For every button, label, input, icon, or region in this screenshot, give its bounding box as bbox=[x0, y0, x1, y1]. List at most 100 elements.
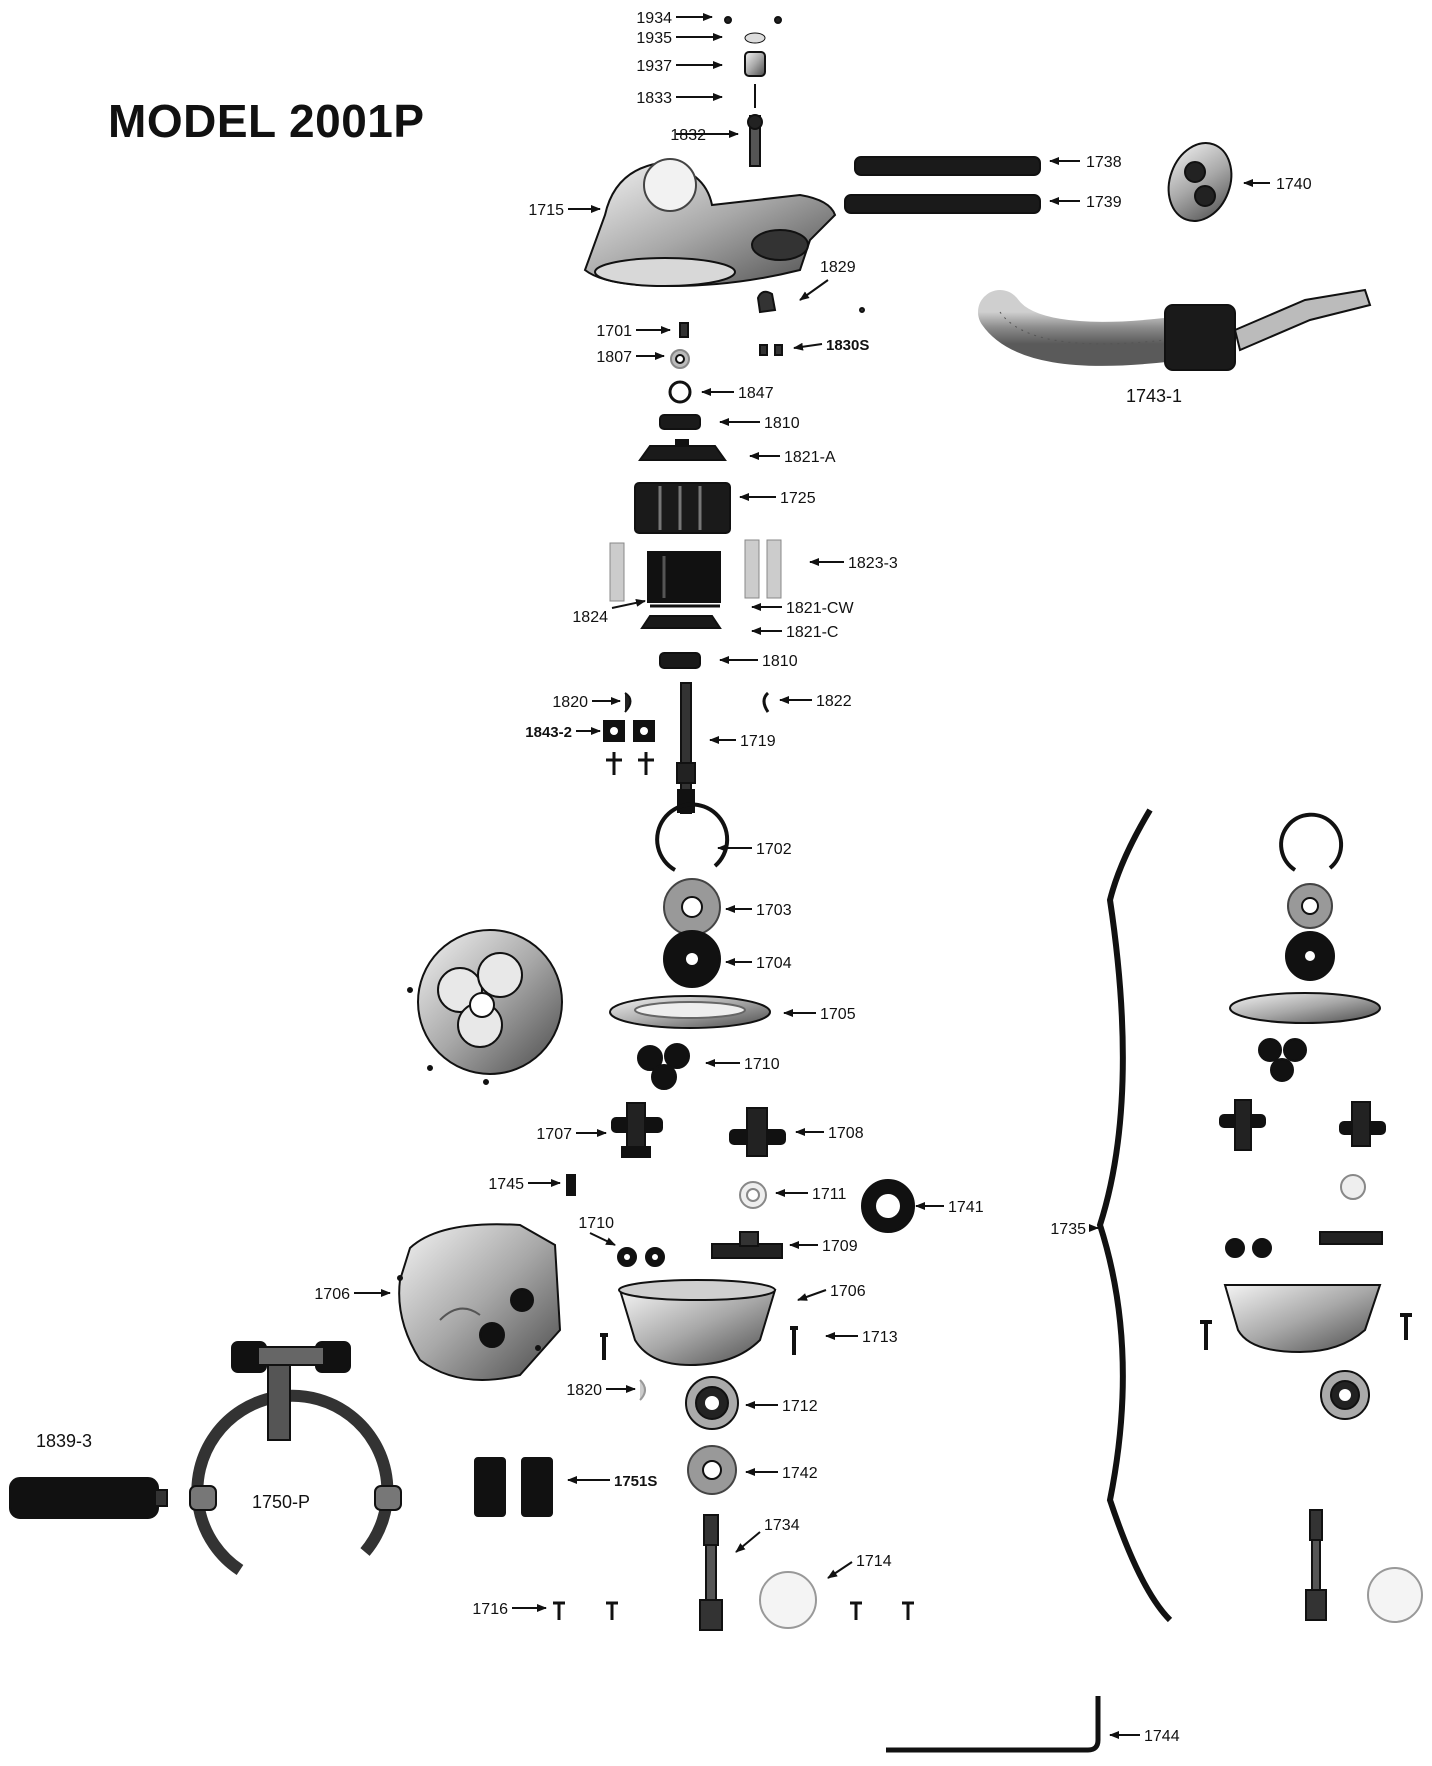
part-1708-shape bbox=[729, 1107, 786, 1157]
label-1706-left: 1706 bbox=[314, 1286, 350, 1303]
label-1739: 1739 bbox=[1086, 194, 1122, 211]
part-1821-C-shape bbox=[640, 615, 722, 629]
part-1706-left-shape bbox=[397, 1223, 562, 1381]
label-1751S: 1751S bbox=[614, 1473, 657, 1490]
label-1807: 1807 bbox=[596, 349, 632, 366]
part-1847-shape bbox=[668, 380, 692, 404]
label-1833: 1833 bbox=[636, 90, 672, 107]
part-1743-1-shape bbox=[978, 288, 1372, 371]
part-1734-shape bbox=[699, 1514, 723, 1631]
part-1725-shape bbox=[634, 482, 731, 534]
label-1705: 1705 bbox=[820, 1006, 856, 1023]
label-1810-top: 1810 bbox=[764, 415, 800, 432]
label-1740: 1740 bbox=[1276, 176, 1312, 193]
part-1745-shape bbox=[566, 1174, 576, 1196]
label-1708: 1708 bbox=[828, 1125, 864, 1142]
part-1738-shape bbox=[854, 156, 1041, 176]
part-1830S-shape bbox=[759, 344, 783, 356]
part-1710-lower-shape bbox=[617, 1247, 665, 1267]
label-1701: 1701 bbox=[596, 323, 632, 340]
label-1744: 1744 bbox=[1144, 1728, 1180, 1745]
part-1742-shape bbox=[687, 1445, 737, 1495]
label-1741: 1741 bbox=[948, 1199, 984, 1216]
part-1820-key-shape bbox=[624, 692, 632, 713]
part-1823-3-shape bbox=[609, 539, 782, 602]
label-1745: 1745 bbox=[488, 1176, 524, 1193]
label-1847: 1847 bbox=[738, 385, 774, 402]
part-1702-shape bbox=[655, 802, 730, 872]
label-1719: 1719 bbox=[740, 733, 776, 750]
part-1710-upper-shape bbox=[637, 1043, 690, 1090]
label-1829: 1829 bbox=[820, 259, 856, 276]
label-1820-lower: 1820 bbox=[566, 1382, 602, 1399]
part-shapes bbox=[9, 16, 1423, 1753]
part-1751S-shape bbox=[474, 1457, 553, 1517]
label-1750-P: 1750-P bbox=[252, 1492, 310, 1512]
part-1703-shape bbox=[663, 878, 721, 936]
label-1735: 1735 bbox=[1050, 1221, 1086, 1238]
label-1830S: 1830S bbox=[826, 337, 869, 354]
part-1750-P-shape bbox=[189, 1341, 402, 1575]
label-1709: 1709 bbox=[822, 1238, 858, 1255]
part-1843-2-shape bbox=[603, 720, 655, 775]
label-1734: 1734 bbox=[764, 1517, 800, 1534]
part-1707-shape bbox=[611, 1102, 663, 1158]
part-1822-shape bbox=[762, 691, 770, 713]
label-1839-3: 1839-3 bbox=[36, 1431, 92, 1451]
label-1707: 1707 bbox=[536, 1126, 572, 1143]
part-1735-assembly-shape bbox=[1200, 812, 1423, 1623]
label-1710-upper: 1710 bbox=[744, 1056, 780, 1073]
callouts bbox=[354, 13, 1270, 1739]
label-1937: 1937 bbox=[636, 58, 672, 75]
part-1701-shape bbox=[679, 322, 689, 338]
label-1712: 1712 bbox=[782, 1398, 818, 1415]
part-1711-shape bbox=[739, 1181, 767, 1209]
label-1743-1: 1743-1 bbox=[1126, 386, 1182, 406]
label-1702: 1702 bbox=[756, 841, 792, 858]
part-1839-3-shape bbox=[9, 1477, 168, 1519]
part-1935-shape bbox=[744, 32, 766, 44]
part-1741-shape bbox=[861, 1179, 915, 1233]
part-1709-shape bbox=[711, 1231, 783, 1259]
part-1712-shape bbox=[685, 1376, 739, 1430]
part-1706-right-shape bbox=[618, 1279, 777, 1367]
part-1719-shape bbox=[676, 682, 696, 814]
part-1934-shape bbox=[724, 16, 782, 24]
label-1704: 1704 bbox=[756, 955, 792, 972]
part-1735-brace-shape bbox=[1096, 808, 1173, 1623]
part-1810-top-shape bbox=[659, 414, 701, 430]
label-1821-CW: 1821-CW bbox=[786, 600, 854, 617]
part-1740-shape bbox=[1167, 142, 1233, 222]
part-1739-shape bbox=[844, 194, 1041, 214]
part-plate-detail-shape bbox=[407, 929, 563, 1085]
label-1810-bottom: 1810 bbox=[762, 653, 798, 670]
label-1703: 1703 bbox=[756, 902, 792, 919]
part-1716-shape bbox=[553, 1601, 914, 1620]
label-1742: 1742 bbox=[782, 1465, 818, 1482]
part-1704-shape bbox=[663, 930, 721, 988]
part-1705-shape bbox=[609, 995, 771, 1029]
label-1832: 1832 bbox=[670, 127, 706, 144]
part-1821-A-shape bbox=[638, 439, 727, 461]
label-1706-right: 1706 bbox=[830, 1283, 866, 1300]
label-1824: 1824 bbox=[572, 609, 608, 626]
label-1935: 1935 bbox=[636, 30, 672, 47]
label-1843-2: 1843-2 bbox=[525, 724, 572, 741]
label-1823-3: 1823-3 bbox=[848, 555, 898, 572]
part-1713-shape bbox=[600, 1326, 798, 1360]
label-1821-C: 1821-C bbox=[786, 624, 838, 641]
label-1715: 1715 bbox=[528, 202, 564, 219]
label-1711: 1711 bbox=[812, 1186, 847, 1203]
label-1738: 1738 bbox=[1086, 154, 1122, 171]
part-1744-shape bbox=[886, 1696, 1101, 1753]
label-1821-A: 1821-A bbox=[784, 449, 836, 466]
part-1810-bottom-shape bbox=[659, 652, 701, 669]
label-1822: 1822 bbox=[816, 693, 852, 710]
label-1710-lower: 1710 bbox=[578, 1215, 614, 1232]
label-1714: 1714 bbox=[856, 1553, 892, 1570]
part-1937-shape bbox=[744, 51, 766, 77]
model-title: MODEL 2001P bbox=[108, 95, 425, 147]
part-1832-shape bbox=[747, 114, 763, 167]
